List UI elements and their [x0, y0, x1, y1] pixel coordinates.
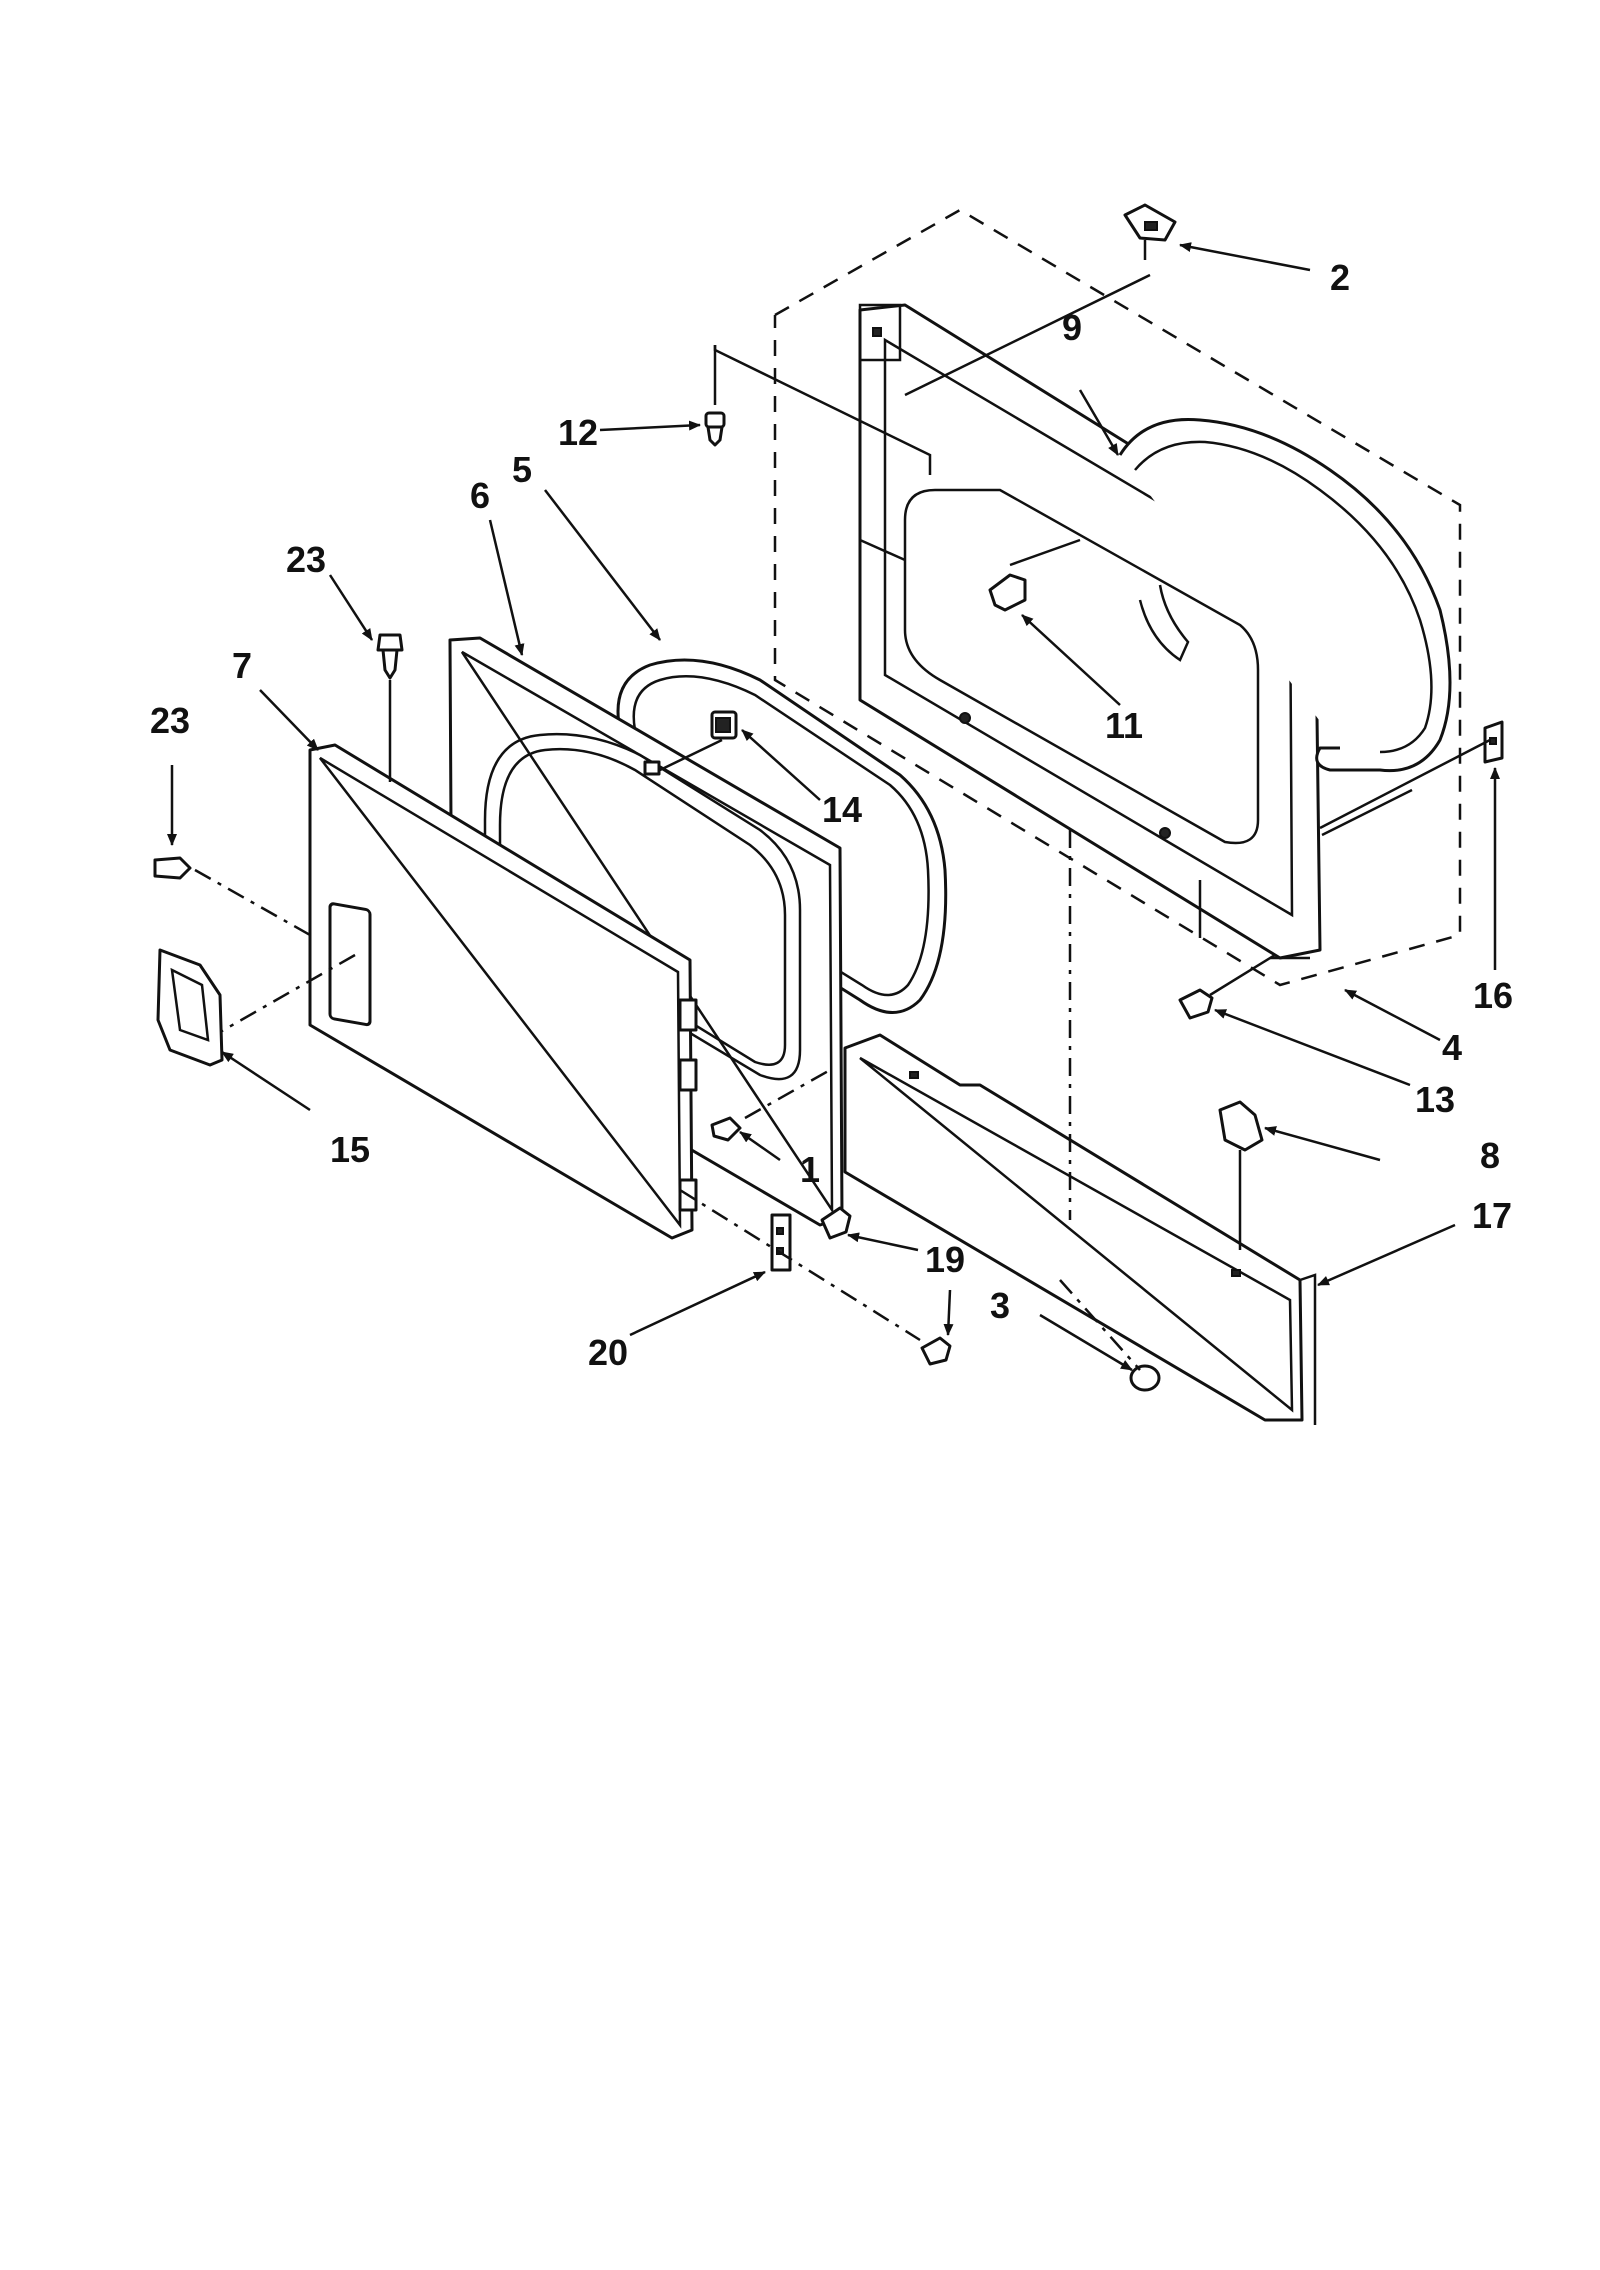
- callout-labels: 2 9 12 5 6 23 7 23 11 14 15 1 16 4 13 8 …: [150, 257, 1513, 1373]
- part-11-clip: [988, 538, 1081, 612]
- part-13-screw: [1178, 953, 1276, 1020]
- toe-panel-17: [843, 830, 1317, 1425]
- callout-17: 17: [1472, 1195, 1512, 1236]
- callout-5: 5: [512, 449, 532, 490]
- callout-13: 13: [1415, 1079, 1455, 1120]
- callout-leaders: [167, 242, 1500, 1372]
- callout-1: 1: [800, 1149, 820, 1190]
- door-handle-15: [156, 948, 224, 1067]
- callout-16: 16: [1473, 975, 1513, 1016]
- callout-19: 19: [925, 1239, 965, 1280]
- part-14-latch: [659, 710, 738, 772]
- callout-20: 20: [588, 1332, 628, 1373]
- part-16-plate: [1319, 720, 1504, 830]
- callout-11: 11: [1105, 705, 1143, 746]
- callout-14: 14: [822, 789, 862, 830]
- callout-23-top: 23: [286, 539, 326, 580]
- part-19-screw-top: [820, 1206, 852, 1240]
- callout-15: 15: [330, 1129, 370, 1170]
- callout-23-left: 23: [150, 700, 190, 741]
- part-2-switch: [904, 203, 1177, 397]
- part-1-bushing: [710, 1068, 831, 1142]
- callout-9: 9: [1062, 307, 1082, 348]
- part-8-striker: [1218, 1100, 1264, 1250]
- part-23-screw-top: [376, 633, 404, 680]
- callout-8: 8: [1480, 1135, 1500, 1176]
- part-20-hinge: [679, 1188, 921, 1342]
- outer-door-7: [214, 680, 698, 1240]
- part-19-screw-bottom: [920, 1336, 952, 1366]
- callout-3: 3: [990, 1285, 1010, 1326]
- callout-12: 12: [558, 412, 598, 453]
- front-panel-outline: [773, 208, 1462, 987]
- door-seal-9: [1118, 417, 1452, 773]
- part-23-screw-left: [153, 856, 311, 937]
- callout-6: 6: [470, 475, 490, 516]
- callout-4: 4: [1442, 1027, 1462, 1068]
- callout-7: 7: [232, 645, 252, 686]
- part-3-clip: [1059, 1279, 1161, 1392]
- part-12-screw: [704, 345, 932, 475]
- callout-2: 2: [1330, 257, 1350, 298]
